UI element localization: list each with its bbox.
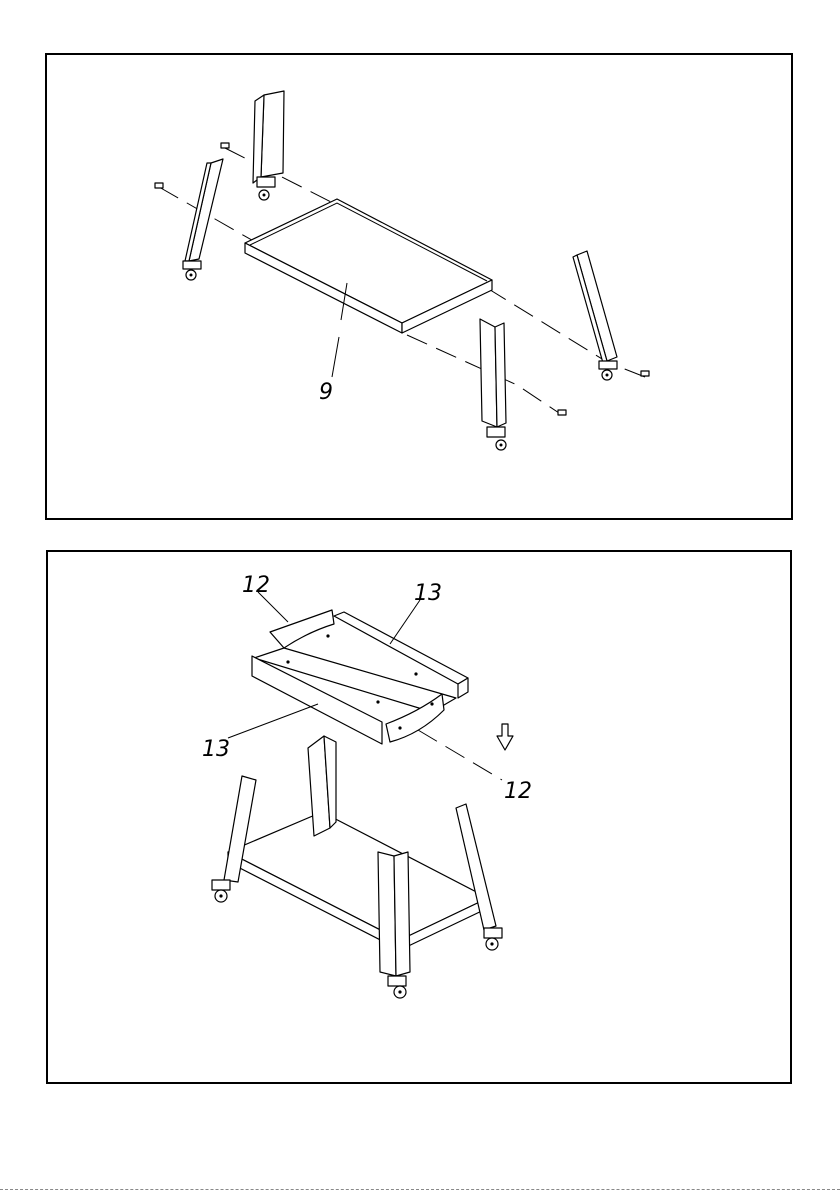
bolt <box>641 371 649 376</box>
leader-line-12 <box>418 730 502 780</box>
exploded-view-step-2: 12 13 13 12 <box>48 552 790 1082</box>
callout-13-back: 13 <box>414 581 442 606</box>
down-arrow-icon <box>497 724 513 750</box>
bolt <box>221 143 229 148</box>
bolt <box>155 183 163 188</box>
assembly-step-1-panel: 9 <box>45 53 793 520</box>
leader-line-9 <box>332 337 339 377</box>
leader-line-13 <box>390 600 420 644</box>
callout-12-back: 12 <box>242 573 270 598</box>
alignment-line <box>487 288 645 377</box>
callout-12-front: 12 <box>504 779 532 804</box>
leg-back-left <box>253 91 284 200</box>
assembly-step-2-panel: 12 13 13 12 <box>46 550 792 1084</box>
assembled-stand <box>212 736 502 998</box>
exploded-view-step-1: 9 <box>47 55 791 518</box>
leg-back-right <box>573 251 617 380</box>
bolt <box>558 410 566 415</box>
shelf-panel <box>245 199 492 333</box>
leg-front-left <box>183 159 223 280</box>
top-frame <box>252 610 468 744</box>
page-edge <box>0 1189 840 1190</box>
leader-line-13 <box>228 704 318 738</box>
leg-front-right <box>480 319 506 450</box>
callout-9: 9 <box>319 380 333 405</box>
callout-13-front: 13 <box>202 737 230 762</box>
